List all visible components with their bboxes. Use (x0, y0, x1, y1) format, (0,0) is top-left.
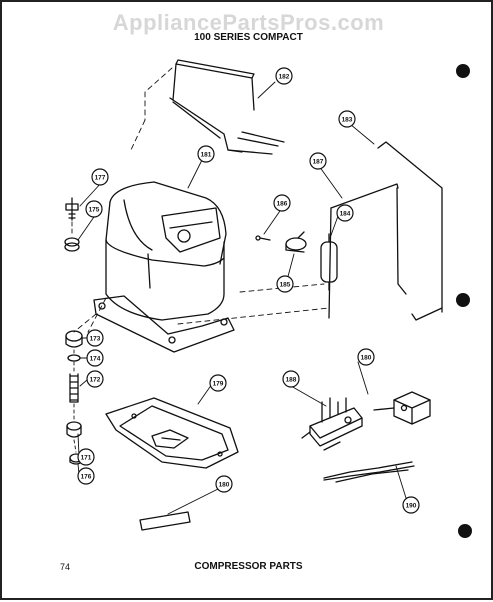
svg-text:186: 186 (277, 201, 288, 208)
callout-187: 187 (309, 152, 327, 170)
callout-172: 172 (86, 370, 104, 388)
watermark: AppliancePartsPros.com (112, 10, 385, 35)
svg-text:185: 185 (280, 282, 291, 289)
footer-title: COMPRESSOR PARTS (194, 561, 303, 572)
svg-text:181: 181 (201, 152, 212, 159)
suction-rod-part (377, 141, 443, 321)
svg-text:171: 171 (81, 455, 92, 462)
svg-text:183: 183 (342, 117, 353, 124)
washer-part (64, 237, 80, 252)
callout-173: 173 (86, 329, 104, 347)
page-number: 74 (60, 562, 71, 572)
svg-text:180: 180 (219, 482, 230, 489)
callout-180-lower: 180 (215, 475, 233, 493)
gasket-strip-part (139, 511, 191, 531)
svg-text:182: 182 (279, 74, 290, 81)
callout-188: 188 (282, 370, 300, 388)
callout-179: 179 (209, 374, 227, 392)
bolt-part (65, 197, 79, 221)
drier-bracket-part (328, 183, 407, 319)
filter-drier-part (320, 233, 338, 291)
callout-181: 181 (197, 145, 215, 163)
svg-text:190: 190 (406, 503, 417, 510)
svg-text:187: 187 (313, 159, 324, 166)
svg-text:174: 174 (90, 356, 101, 363)
callout-184: 184 (336, 204, 354, 222)
callout-177: 177 (91, 168, 109, 186)
callout-180-upper: 180 (357, 348, 375, 366)
series-title: 100 SERIES COMPACT (194, 32, 303, 43)
callout-175: 175 (85, 200, 103, 218)
base-plate-part (105, 397, 239, 469)
overload-protector-part (373, 391, 431, 425)
callout-182: 182 (275, 67, 293, 85)
relay-part (301, 397, 363, 451)
svg-text:176: 176 (81, 474, 92, 481)
callout-174: 174 (86, 349, 104, 367)
callout-183: 183 (338, 110, 356, 128)
callout-176: 176 (77, 467, 95, 485)
svg-text:177: 177 (95, 175, 106, 182)
svg-text:173: 173 (90, 336, 101, 343)
mounting-screw-part (255, 235, 271, 241)
svg-text:180: 180 (361, 355, 372, 362)
punch-hole (456, 64, 470, 78)
punch-hole (458, 524, 472, 538)
callout-185: 185 (276, 275, 294, 293)
callout-171: 171 (77, 448, 95, 466)
svg-text:172: 172 (90, 377, 101, 384)
clamp-clip-part (285, 231, 307, 253)
compressor-part (93, 181, 235, 353)
svg-text:184: 184 (340, 211, 351, 218)
svg-text:188: 188 (286, 377, 297, 384)
svg-text:179: 179 (213, 381, 224, 388)
mounting-bracket-part (169, 59, 285, 155)
callout-186: 186 (273, 194, 291, 212)
punch-hole (456, 293, 470, 307)
callout-190: 190 (402, 496, 420, 514)
svg-text:175: 175 (89, 207, 100, 214)
